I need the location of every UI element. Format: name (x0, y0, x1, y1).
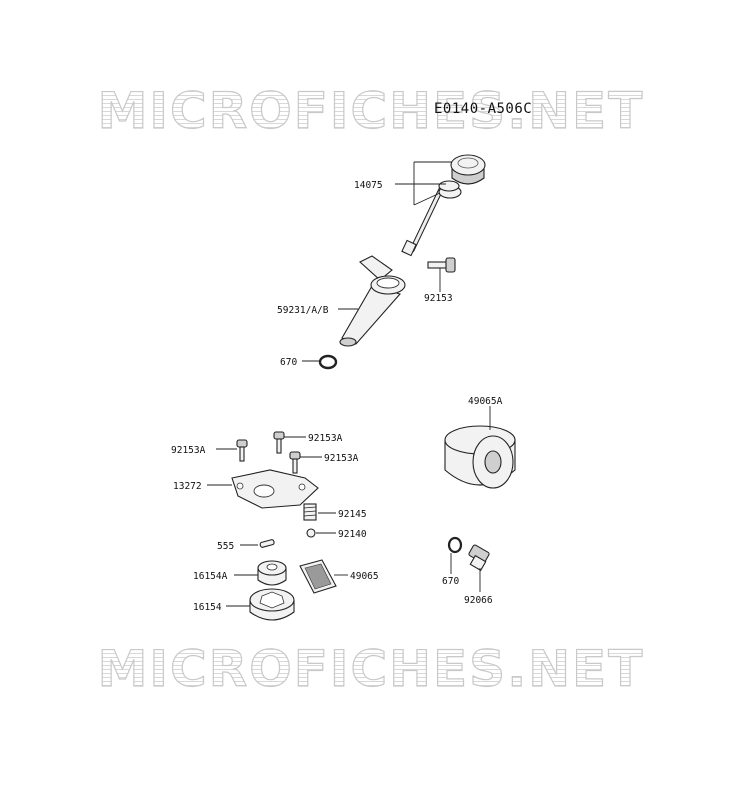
label-670-top: 670 (280, 357, 297, 368)
label-92140: 92140 (338, 529, 367, 540)
label-16154A: 16154A (193, 571, 228, 582)
ball-part[interactable] (306, 528, 316, 538)
pin-part[interactable] (259, 539, 275, 548)
bolt-92153a-mid-part[interactable] (273, 431, 285, 454)
label-13272: 13272 (173, 481, 202, 492)
label-92066: 92066 (464, 595, 493, 606)
bolt-92153a-left-part[interactable] (236, 439, 248, 462)
label-92153: 92153 (424, 293, 453, 304)
oil-filter-part[interactable] (444, 425, 516, 489)
relief-plate-part[interactable] (231, 469, 319, 509)
o-ring-bottom-part[interactable] (447, 536, 463, 554)
bolt-92153-part[interactable] (427, 257, 456, 273)
filler-tube-part[interactable] (339, 255, 406, 347)
label-49065A: 49065A (468, 396, 503, 407)
label-14075: 14075 (354, 180, 383, 191)
label-16154: 16154 (193, 602, 222, 613)
watermark-top: MICROFICHES.NET (0, 81, 742, 140)
label-92145: 92145 (338, 509, 367, 520)
spring-part[interactable] (303, 503, 317, 521)
gasket-part[interactable] (299, 559, 337, 594)
label-92153A-1: 92153A (171, 445, 206, 456)
bolt-92153a-right-part[interactable] (289, 451, 301, 474)
dipstick-part[interactable] (401, 154, 486, 257)
o-ring-top-part[interactable] (318, 354, 338, 370)
outer-rotor-part[interactable] (249, 588, 295, 621)
label-49065: 49065 (350, 571, 379, 582)
diagram-code: E0140-A506C (434, 101, 533, 117)
label-92153A-3: 92153A (324, 453, 359, 464)
label-555: 555 (217, 541, 234, 552)
watermark-bottom: MICROFICHES.NET (0, 639, 742, 698)
label-59231: 59231/A/B (277, 305, 329, 316)
label-92153A-2: 92153A (308, 433, 343, 444)
drain-plug-part[interactable] (468, 544, 490, 572)
label-670-bottom: 670 (442, 576, 459, 587)
inner-rotor-part[interactable] (257, 560, 287, 586)
